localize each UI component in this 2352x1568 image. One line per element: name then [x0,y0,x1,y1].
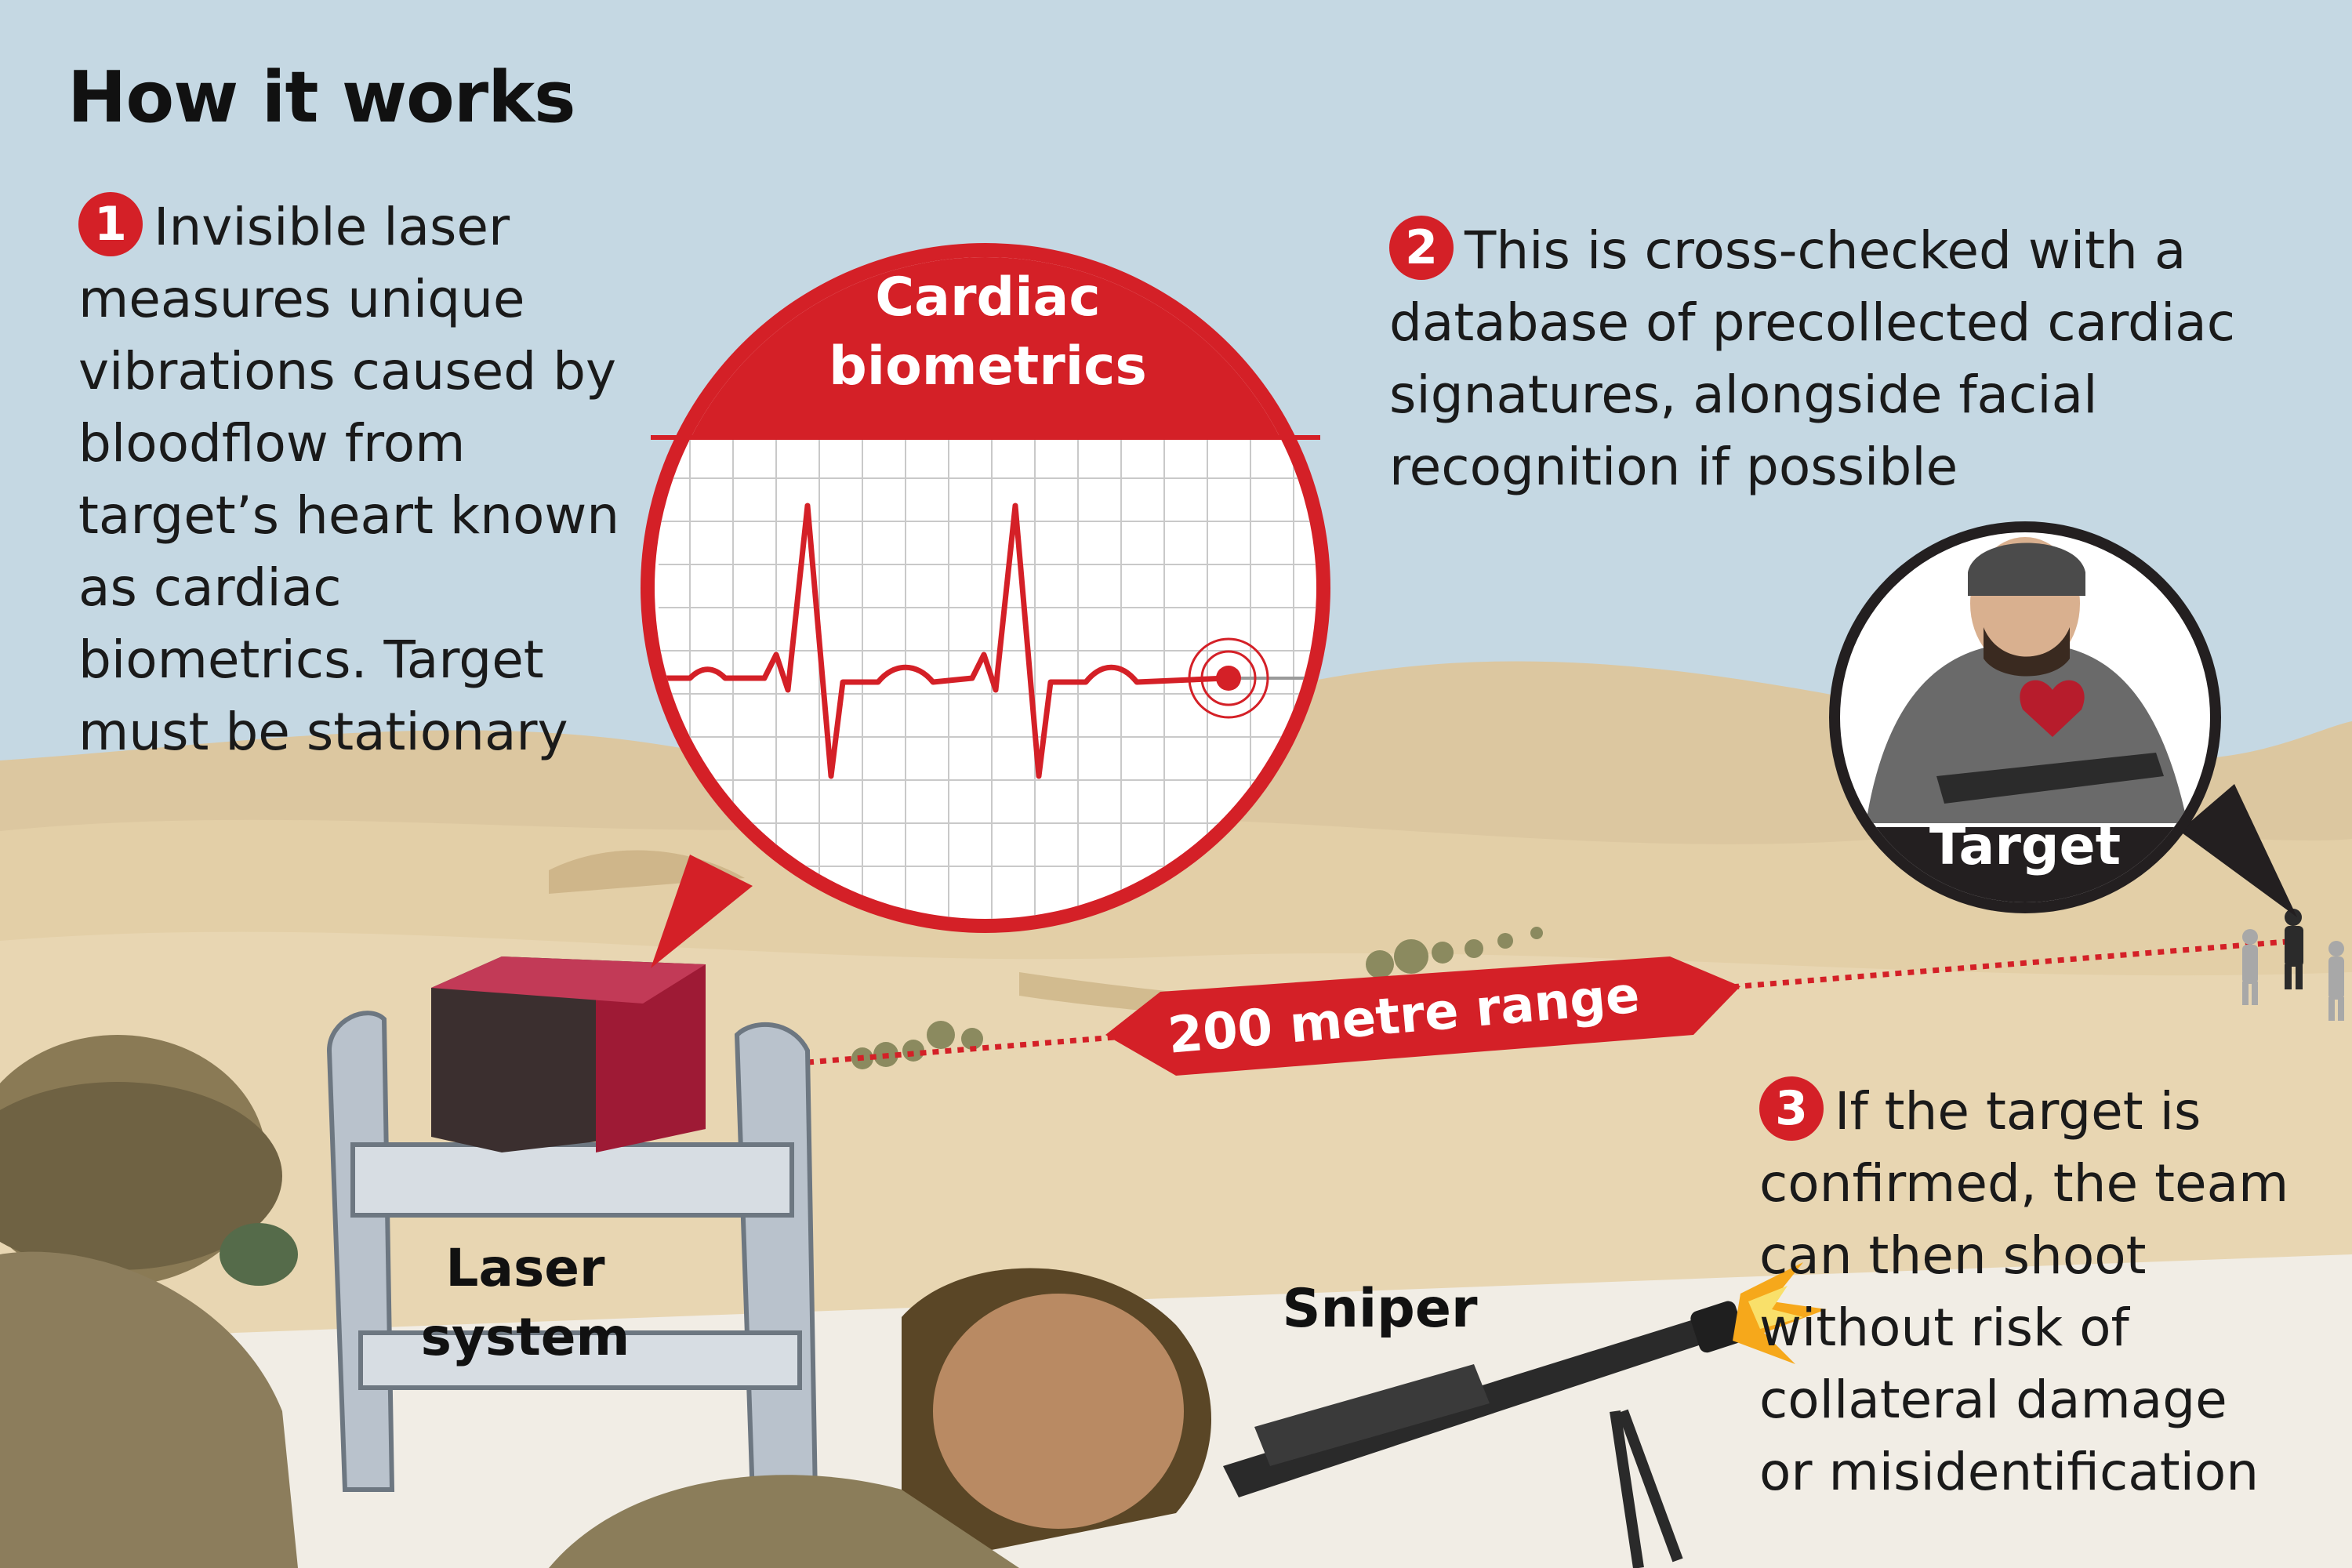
soldier-left [0,1035,298,1568]
laser-device [326,956,818,1500]
callout-title-line1: Cardiac [875,267,1101,328]
step-2-text: This is cross-checked with a database of… [1389,220,2236,497]
target-pointer [2180,784,2297,917]
callout-title-line2: biometrics [829,336,1147,397]
step-2-badge: 2 [1389,216,1454,280]
step-1-badge: 1 [78,192,143,256]
cardiac-callout [641,243,1330,968]
target-callout [1829,521,2297,917]
step-3-text: If the target is confirmed, the team can… [1759,1081,2289,1502]
heart-icon [2020,680,2085,737]
ecg-grid [659,439,1316,919]
laser-system-label-line2: system [420,1307,630,1367]
ecg-trace [655,503,1228,779]
sniper-label: Sniper [1282,1278,1478,1340]
laser-beam [807,938,2298,1065]
callout-title: Cardiac biometrics [784,263,1192,401]
distant-figures [2242,909,2344,1021]
sniper-rifle [1223,1301,1745,1568]
target-rifle [1936,753,2164,804]
laser-dot [1216,666,1241,691]
muzzle-flash [1733,1262,1827,1364]
range-banner [1105,956,1740,1076]
laser-system-label-line1: Laser [445,1238,605,1298]
step-3-badge: 3 [1759,1076,1824,1141]
target-label: Target [1929,815,2122,877]
laser-system-label: Laser system [408,1234,643,1372]
sniper-soldier [549,1268,1211,1568]
callout-pointer [651,855,753,968]
step-1-text: Invisible laser measures unique vibratio… [78,197,620,762]
page-title: How it works [67,56,576,139]
